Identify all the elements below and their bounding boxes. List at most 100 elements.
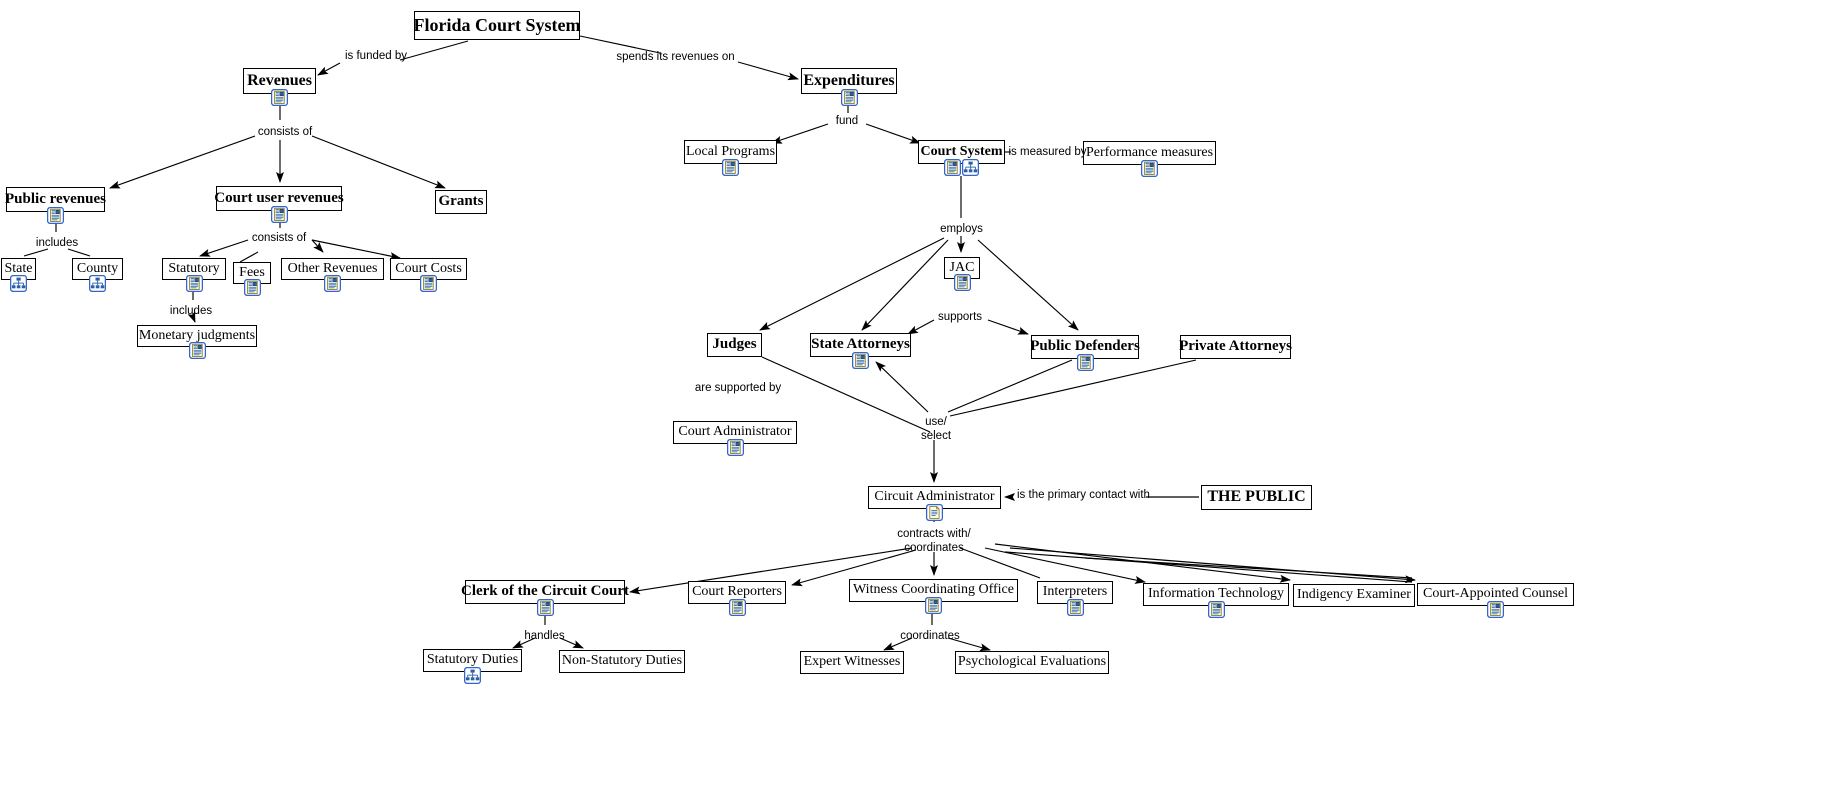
link-label-use-select: use/ select <box>920 416 952 443</box>
node-monetary-judgments[interactable]: Monetary judgments <box>137 325 257 347</box>
node-label: State <box>4 260 33 276</box>
node-public-revenues[interactable]: Public revenues <box>5 187 106 212</box>
link-label-is-the-primary-contact-with: is the primary contact with <box>1017 489 1150 501</box>
node-court-user-revenues[interactable]: Court user revenues <box>214 186 344 211</box>
node-label: State Attorneys <box>811 336 910 353</box>
document-icon[interactable] <box>47 207 64 224</box>
document-icon[interactable] <box>1066 599 1084 616</box>
document-icon[interactable] <box>536 599 554 616</box>
document-icon[interactable] <box>270 206 288 223</box>
node-interpreters[interactable]: Interpreters <box>1037 581 1113 604</box>
node-private-attorneys[interactable]: Private Attorneys <box>1179 335 1292 359</box>
node-label: Expert Witnesses <box>803 654 901 670</box>
node-label: Psychological Evaluations <box>957 654 1107 670</box>
link-label-consists-of-court-user: consists of <box>251 232 307 244</box>
node-indigency-examiner[interactable]: Indigency Examiner <box>1293 584 1415 607</box>
node-court-appointed-counsel[interactable]: Court-Appointed Counsel <box>1417 583 1574 606</box>
node-psychological-evaluations[interactable]: Psychological Evaluations <box>955 651 1109 674</box>
document-icon[interactable] <box>1487 601 1504 618</box>
document-icon[interactable] <box>1076 354 1094 371</box>
node-label: Court System <box>920 143 1003 159</box>
node-label: Revenues <box>247 71 312 89</box>
node-label: Local Programs <box>685 143 776 159</box>
node-court-system[interactable]: Court System <box>918 140 1005 164</box>
link-label-handles: handles <box>524 630 565 642</box>
node-label: Other Revenues <box>287 260 378 276</box>
link-label-contracts-with-coordinates: contracts with/ coordinates <box>897 528 971 555</box>
node-label: JAC <box>949 259 975 275</box>
node-label: Statutory Duties <box>426 652 519 668</box>
document-icon[interactable] <box>243 279 261 296</box>
link-label-supports: supports <box>937 311 983 323</box>
node-label: Non-Statutory Duties <box>561 653 683 669</box>
link-label-employs: employs <box>940 223 983 235</box>
node-other-revenues[interactable]: Other Revenues <box>281 258 384 280</box>
node-label: Expenditures <box>803 71 895 89</box>
node-label: Statutory <box>168 260 220 276</box>
document-icon[interactable] <box>188 342 206 359</box>
document-icon[interactable] <box>1141 160 1158 177</box>
node-state-attorneys[interactable]: State Attorneys <box>810 333 911 357</box>
document-icon[interactable] <box>728 599 746 616</box>
node-label: Court Costs <box>395 260 462 276</box>
node-expert-witnesses[interactable]: Expert Witnesses <box>800 651 904 674</box>
document-icon[interactable] <box>840 89 858 106</box>
node-grants[interactable]: Grants <box>435 190 487 214</box>
hierarchy-icon[interactable] <box>10 275 27 292</box>
node-label: Interpreters <box>1042 584 1108 600</box>
hierarchy-icon[interactable] <box>89 275 106 292</box>
node-florida-court-system[interactable]: Florida Court System <box>413 11 581 40</box>
document-icon[interactable] <box>185 275 203 292</box>
node-label: Court user revenues <box>214 189 344 206</box>
document-icon[interactable] <box>944 159 961 176</box>
link-label-is-measured-by: is measured by <box>1008 146 1087 158</box>
node-label: Information Technology <box>1148 586 1285 602</box>
node-label: County <box>76 260 119 276</box>
document-icon[interactable] <box>953 274 971 291</box>
document-icon[interactable] <box>925 597 942 614</box>
node-label: Public revenues <box>5 190 106 207</box>
link-label-consists-of-revenues: consists of <box>257 126 313 138</box>
node-clerk-of-the-circuit-court[interactable]: Clerk of the Circuit Court <box>461 580 629 604</box>
node-the-public[interactable]: THE PUBLIC <box>1201 485 1312 510</box>
hierarchy-icon[interactable] <box>464 667 481 684</box>
node-circuit-administrator[interactable]: Circuit Administrator <box>868 486 1001 509</box>
node-label: Court-Appointed Counsel <box>1422 586 1569 602</box>
link-label-fund: fund <box>835 115 859 127</box>
node-label: Clerk of the Circuit Court <box>460 583 630 600</box>
link-label-spends-its-revenues-on: spends its revenues on <box>616 51 735 63</box>
document-icon[interactable] <box>1207 601 1225 618</box>
node-label: Fees <box>239 264 265 280</box>
node-label: THE PUBLIC <box>1207 488 1306 506</box>
node-label: Florida Court System <box>413 15 581 36</box>
link-label-includes-statutory: includes <box>169 305 213 317</box>
link-label-includes-public-revenues: includes <box>35 237 79 249</box>
node-judges[interactable]: Judges <box>707 333 762 357</box>
document-icon[interactable] <box>420 275 437 292</box>
document-icon[interactable] <box>852 352 869 369</box>
plain-document-icon[interactable] <box>926 504 943 521</box>
document-icon[interactable] <box>324 275 341 292</box>
node-label: Judges <box>712 336 757 353</box>
node-label: Court Administrator <box>678 424 792 440</box>
document-icon[interactable] <box>726 439 744 456</box>
node-fees[interactable]: Fees <box>233 262 271 284</box>
node-label: Indigency Examiner <box>1297 587 1411 603</box>
node-statutory[interactable]: Statutory <box>162 258 226 280</box>
link-label-coordinates-witness: coordinates <box>900 630 960 642</box>
node-label: Court Reporters <box>692 584 782 600</box>
node-label: Witness Coordinating Office <box>853 582 1014 598</box>
node-label: Private Attorneys <box>1179 338 1292 355</box>
node-label: Public Defenders <box>1030 338 1140 355</box>
node-label: Circuit Administrator <box>874 489 995 505</box>
node-label: Monetary judgments <box>138 327 256 343</box>
node-label: Grants <box>438 193 484 210</box>
hierarchy-icon[interactable] <box>962 159 979 176</box>
link-label-is-funded-by: is funded by <box>344 50 407 62</box>
node-label: Performance measures <box>1085 144 1214 160</box>
document-icon[interactable] <box>722 159 739 176</box>
document-icon[interactable] <box>271 89 288 106</box>
node-non-statutory-duties[interactable]: Non-Statutory Duties <box>559 650 685 673</box>
